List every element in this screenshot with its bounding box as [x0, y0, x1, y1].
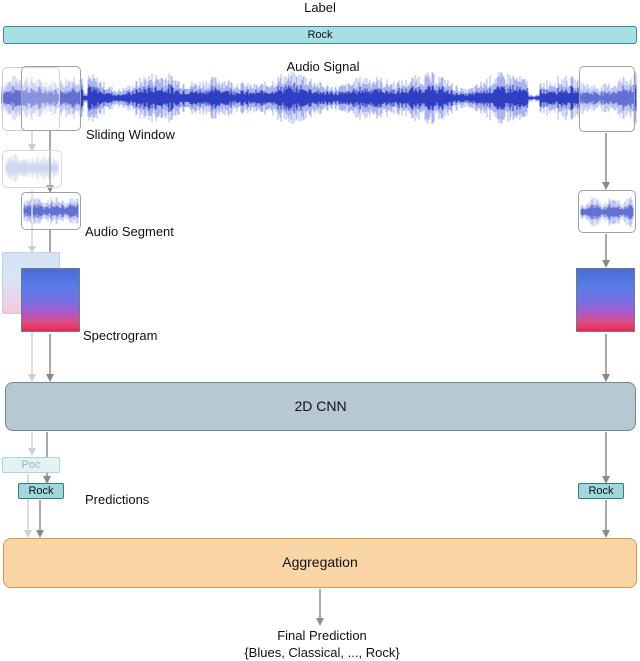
spectrogram-left	[21, 268, 80, 332]
prediction-left: Rock	[18, 483, 64, 499]
sliding-window-faded	[2, 67, 60, 131]
spectrogram-right	[576, 268, 635, 332]
prediction-right: Rock	[578, 483, 624, 499]
audio-segment-left	[21, 192, 81, 230]
sliding-window-right	[579, 66, 635, 132]
aggregation-block: Aggregation	[3, 538, 637, 588]
label-title: Label	[304, 0, 336, 15]
cnn-block: 2D CNN	[5, 382, 636, 431]
audio-segment-left-waveform	[23, 197, 79, 225]
faded-arrows	[24, 130, 36, 538]
prediction-faded: Poc	[2, 457, 60, 473]
sliding-window-left	[21, 66, 81, 131]
audio-signal-title: Audio Signal	[286, 59, 360, 74]
final-prediction-title: Final Prediction	[277, 628, 367, 643]
final-prediction-classes: {Blues, Classical, ..., Rock}	[244, 645, 400, 660]
audio-waveform	[1, 72, 637, 124]
audio-segment-right	[578, 190, 636, 233]
audio-segment-faded-waveform	[5, 154, 59, 182]
audio-segment-right-waveform	[580, 196, 634, 228]
audio-segment-label: Audio Segment	[85, 224, 174, 239]
audio-segment-faded	[2, 150, 62, 188]
predictions-label: Predictions	[85, 492, 150, 507]
spectrogram-label: Spectrogram	[83, 328, 158, 343]
sliding-window-label: Sliding Window	[86, 127, 175, 142]
left-arrows	[36, 130, 54, 538]
label-bar: Rock	[3, 26, 637, 44]
